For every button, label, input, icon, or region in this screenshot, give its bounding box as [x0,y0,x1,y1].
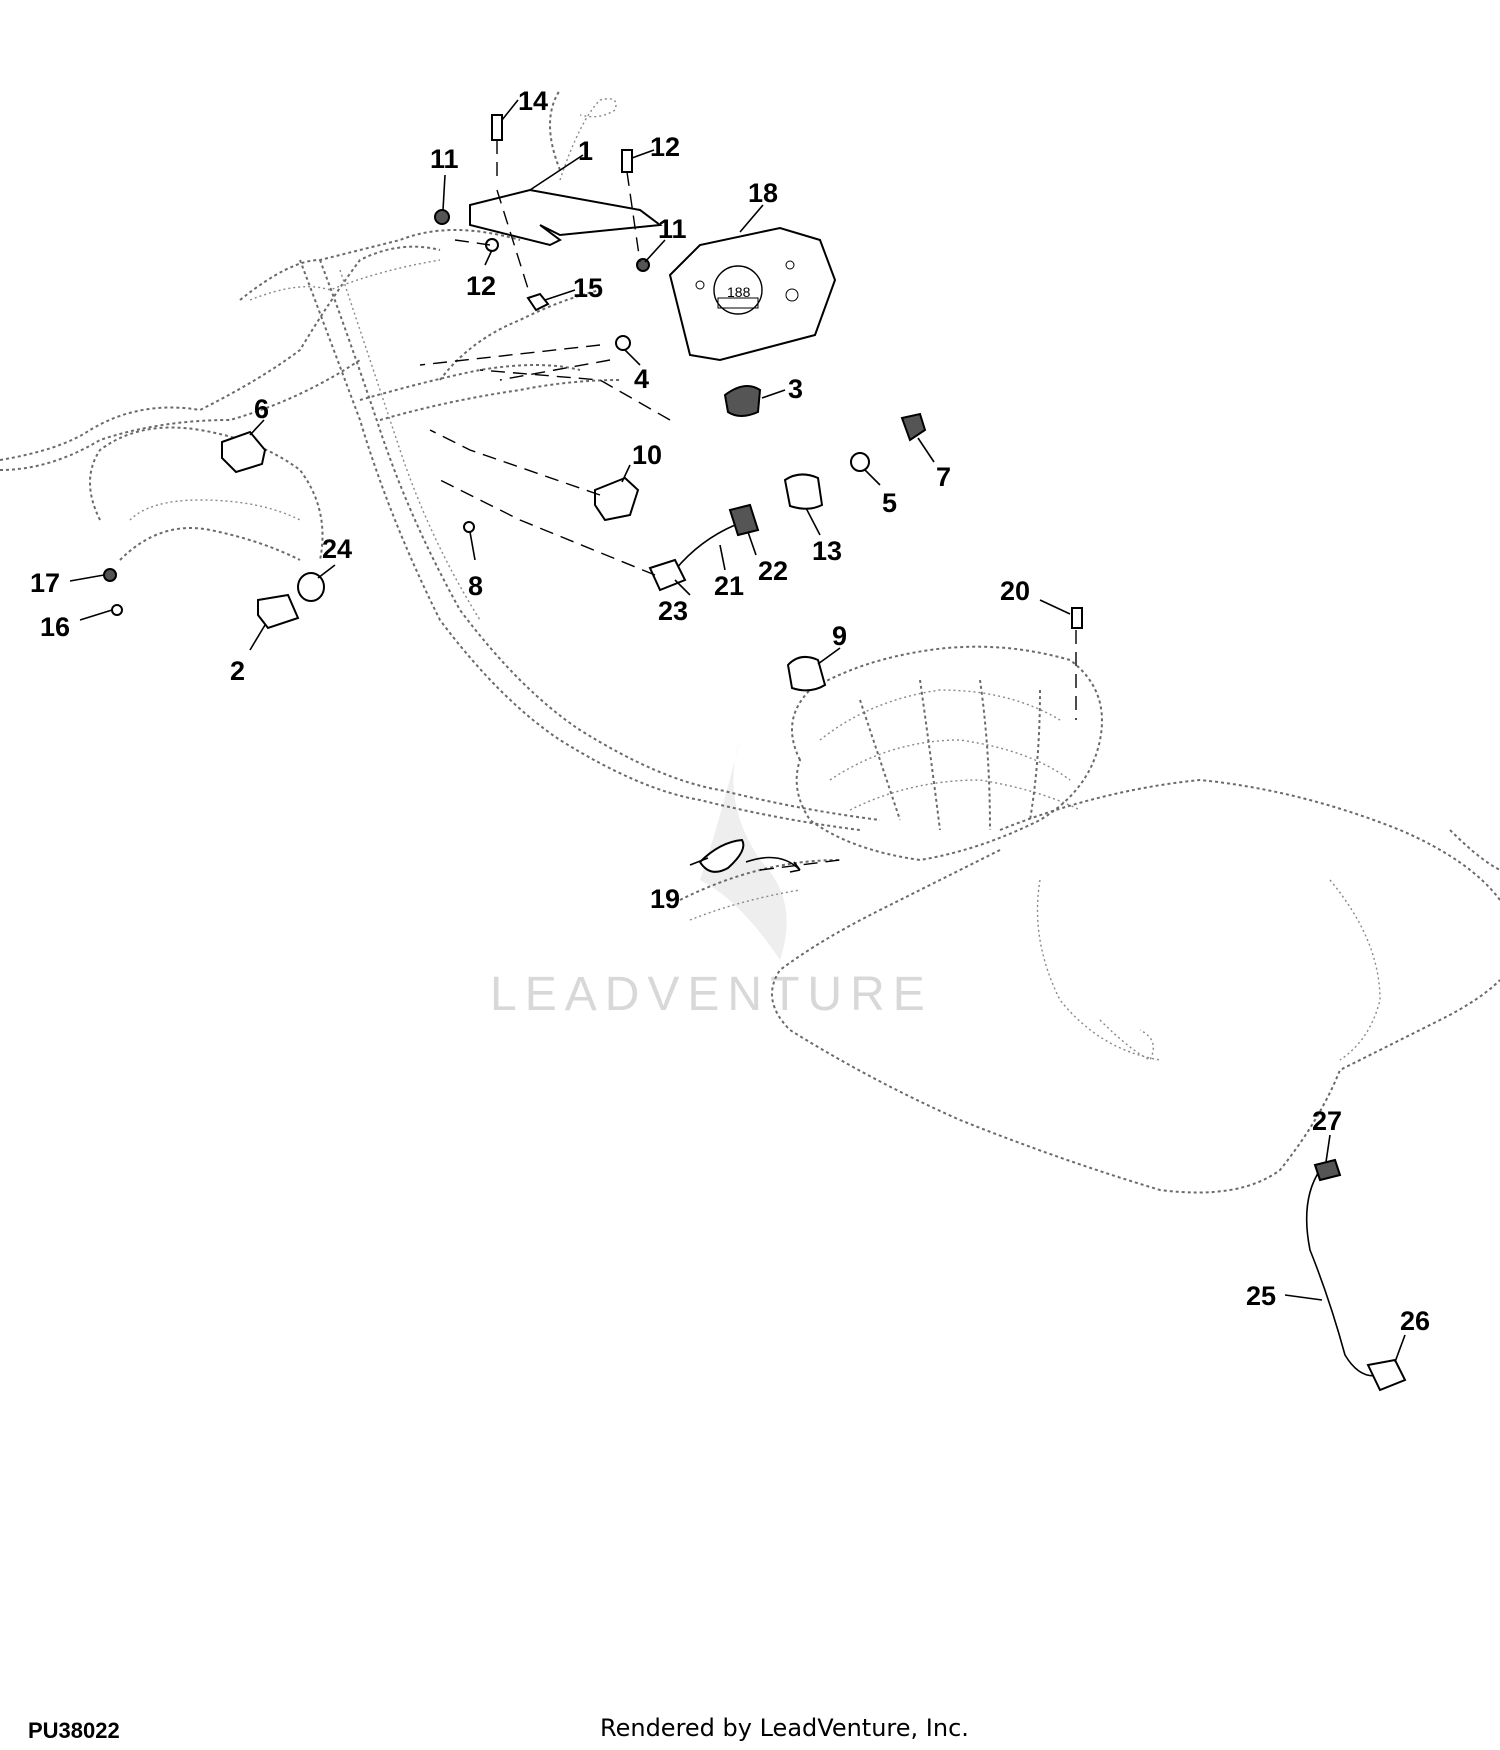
callout-21: 21 [714,571,744,601]
nut-part-4 [615,335,631,351]
cable-part-25 [1305,1169,1381,1377]
connector-part-26 [1366,1358,1407,1392]
figure-id: PU38022 [28,1718,120,1743]
callout-labels: 14 1 12 11 11 12 15 18 4 3 6 10 7 5 13 2… [30,86,1430,1336]
callout-6: 6 [254,394,269,424]
callout-16: 16 [40,612,70,642]
switch-part-2 [257,593,300,630]
callout-9: 9 [832,621,847,651]
callout-12-top: 12 [650,132,680,162]
svg-text:188: 188 [727,284,751,300]
oring-part-24 [297,572,325,602]
callout-7: 7 [936,462,951,492]
render-credit: Rendered by LeadVenture, Inc. [600,1714,969,1742]
callout-8: 8 [468,571,483,601]
leader-lines [69,99,1406,1363]
callout-19: 19 [650,884,680,914]
bracket-part-1 [469,188,663,247]
bolt-part-12-top [621,149,633,173]
sensor-part-9 [786,655,827,692]
nut-part-17 [103,568,117,582]
screw-part-8 [463,521,475,533]
callout-27: 27 [1312,1106,1342,1136]
fuse-part-19 [698,838,745,873]
part-shapes: 18 8 [103,114,1407,1392]
switch-part-6 [221,430,267,474]
ring-part-5 [850,452,870,472]
screw-part-16 [111,604,123,616]
callout-11-right: 11 [658,214,687,244]
callout-13: 13 [812,536,842,566]
callout-1: 1 [578,136,593,166]
callout-5: 5 [882,488,897,518]
clip-part-15 [526,292,550,312]
callout-11-left: 11 [430,144,459,174]
assembly-lines [419,140,1077,871]
callout-24: 24 [322,534,352,564]
key-part-7 [900,412,927,442]
watermark: LEADVENTURE [490,740,933,1021]
socket-part-3 [723,385,762,417]
callout-3: 3 [788,374,803,404]
callout-10: 10 [632,440,662,470]
callout-20: 20 [1000,576,1030,606]
nut-part-11-right [636,258,650,272]
callout-25: 25 [1246,1281,1276,1311]
callout-17: 17 [30,568,60,598]
nut-part-11-left [434,209,450,225]
bolt-part-20 [1071,607,1083,629]
callout-26: 26 [1400,1306,1430,1336]
ignition-part-13 [783,473,824,510]
callout-23: 23 [658,596,688,626]
callout-18: 18 [748,178,778,208]
connector-part-27 [1313,1158,1342,1182]
callout-2: 2 [230,656,245,686]
wire-part-21 [674,524,736,571]
connector-part-23 [648,558,687,592]
callout-14: 14 [518,86,548,116]
callout-15: 15 [573,273,603,303]
callout-4: 4 [634,364,649,394]
callout-22: 22 [758,556,788,586]
arrow-part-19 [745,856,801,873]
instrument-cluster-part-18: 188 [668,226,837,362]
wiring-harness [0,89,1500,1194]
bolt-part-14 [491,114,503,141]
switch-part-10 [594,476,640,522]
watermark-text: LEADVENTURE [490,968,933,1021]
callout-12-lower: 12 [466,271,496,301]
connector-part-22 [728,503,760,537]
